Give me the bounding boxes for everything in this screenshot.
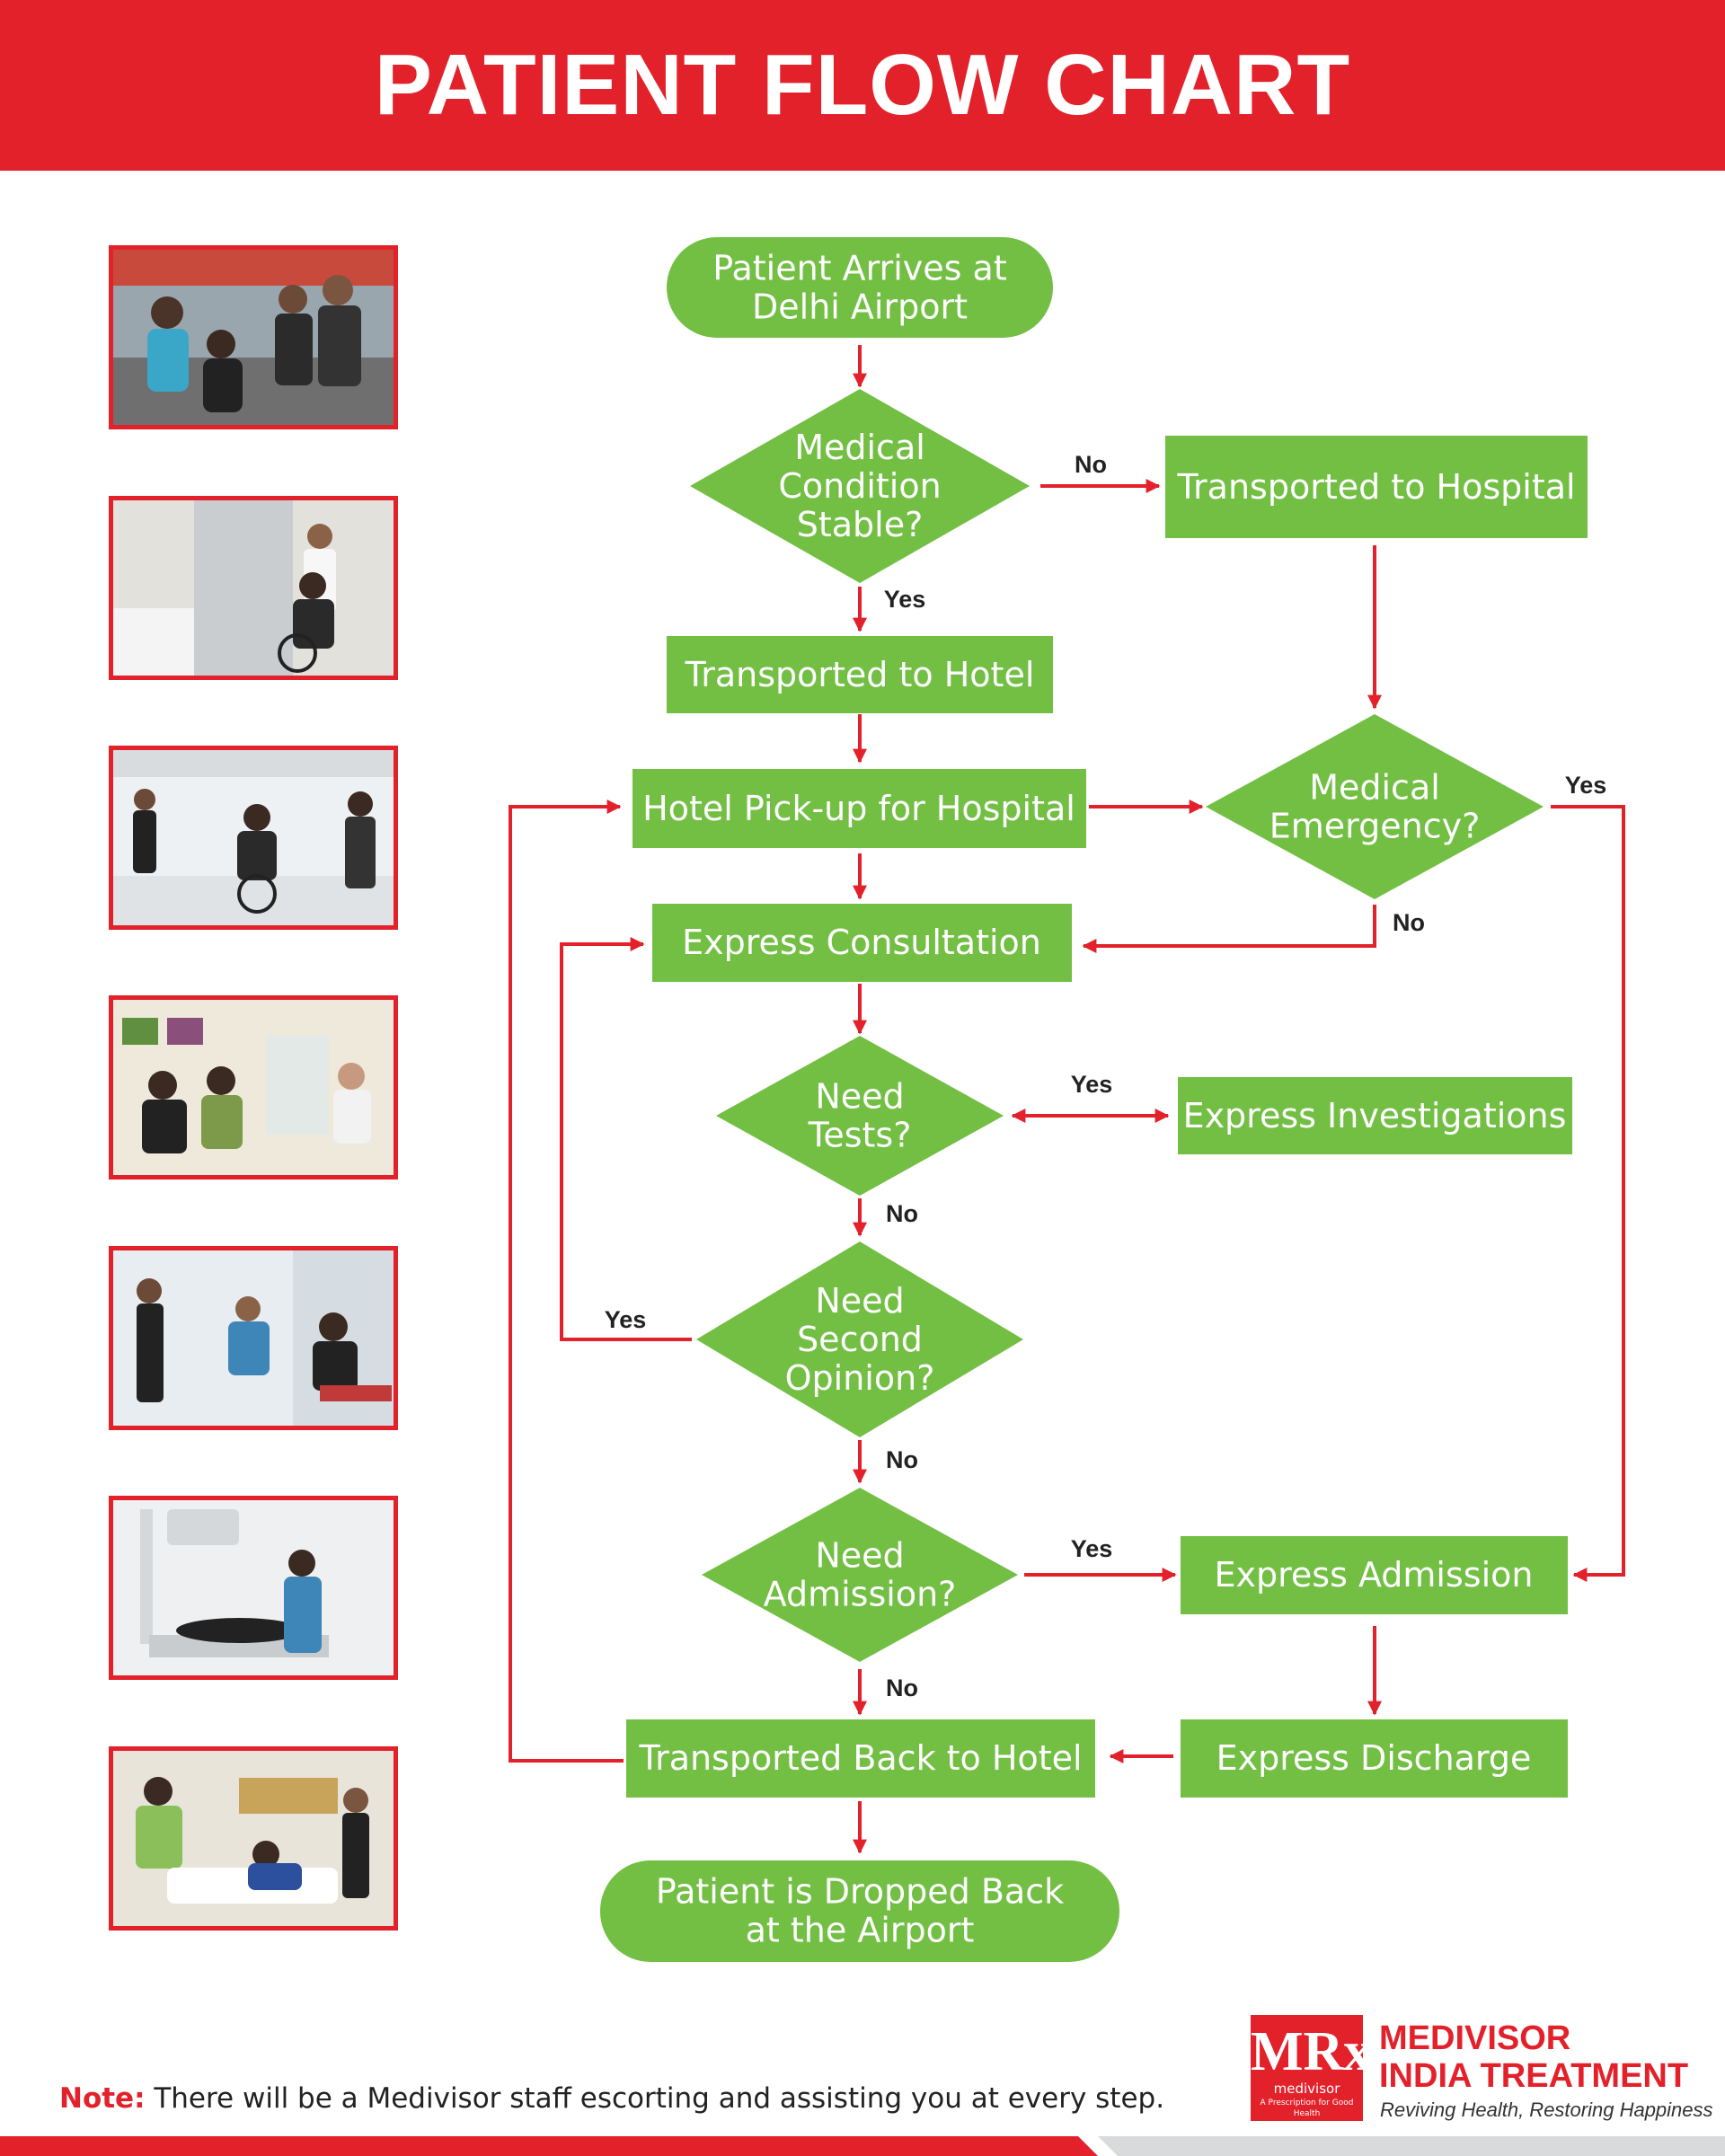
node-admission-label: Express Admission	[1215, 1555, 1534, 1595]
node-back-hotel-shape	[626, 1719, 1095, 1798]
node-tests-label: Need	[815, 1077, 904, 1117]
node-to-hotel-label: Transported to Hotel	[685, 655, 1035, 694]
node-dropped-shape	[600, 1860, 1119, 1962]
edge-label-second-yes: Yes	[605, 1306, 647, 1333]
brand-name-line2: INDIA TREATMENT	[1379, 2057, 1689, 2095]
node-stable-label: Stable?	[797, 505, 924, 544]
note-line: Note: There will be a Medivisor staff es…	[59, 2082, 1164, 2115]
node-second-label: Need	[815, 1281, 904, 1321]
node-emergency-label: Medical	[1309, 768, 1440, 808]
node-consult-shape	[652, 904, 1072, 982]
node-arrive-shape	[667, 237, 1053, 338]
node-second-label: Second	[797, 1320, 923, 1359]
edge-second-yes-consult	[560, 937, 692, 1341]
node-pickup-shape	[632, 769, 1086, 848]
logo-tagline: A Prescription for Good Health	[1260, 2099, 1354, 2118]
airport-arrival-photo-icon	[109, 245, 398, 429]
edge-label-emergency-yes: Yes	[1565, 772, 1607, 799]
nodes	[600, 237, 1588, 1962]
edge-label-stable-yes: Yes	[884, 586, 926, 613]
node-investigations-label: Express Investigations	[1183, 1096, 1567, 1135]
brand-name-line1: MEDIVISOR	[1379, 2019, 1571, 2057]
page-title: PATIENT FLOW CHART	[374, 37, 1351, 133]
node-back-hotel-label: Transported Back to Hotel	[638, 1738, 1082, 1778]
node-second-label: Opinion?	[785, 1358, 935, 1398]
node-admission-q-label: Need	[815, 1536, 904, 1576]
node-arrive-label: Delhi Airport	[752, 287, 968, 327]
edge-label-second-no: No	[886, 1446, 918, 1473]
discharge-bed-photo-icon	[109, 1746, 398, 1931]
node-stable-label: Condition	[778, 466, 941, 506]
node-stable-label: Medical	[794, 428, 925, 467]
xray-scan-photo-icon	[109, 1496, 398, 1680]
edge-label-tests-yes: Yes	[1071, 1071, 1113, 1098]
node-admission-q-shape	[702, 1488, 1018, 1662]
node-to-hospital-label: Transported to Hospital	[1176, 467, 1575, 507]
edge-back-hotel-pickup	[509, 800, 624, 1763]
logo-subtext: medivisor	[1273, 2081, 1340, 2097]
hotel-wheelchair-photo-icon	[109, 496, 398, 680]
edge-label-admission-no: No	[886, 1674, 918, 1701]
node-discharge-shape	[1181, 1719, 1568, 1798]
edge-emergency-no-consult	[1082, 905, 1376, 953]
node-dropped-label: at the Airport	[746, 1911, 975, 1950]
hospital-lobby-photo-icon	[109, 746, 398, 930]
edge-label-stable-no: No	[1075, 451, 1107, 478]
edge-emergency-yes-admission	[1551, 805, 1625, 1582]
node-tests-label: Tests?	[808, 1116, 912, 1155]
node-arrive-label: Patient Arrives at	[712, 249, 1006, 288]
node-tests-shape	[716, 1036, 1004, 1196]
node-stable-shape	[690, 389, 1030, 583]
node-investigations-shape	[1178, 1077, 1572, 1154]
node-to-hospital-shape	[1165, 436, 1588, 538]
node-admission-shape	[1181, 1536, 1568, 1614]
edge-label-emergency-no: No	[1393, 909, 1425, 936]
node-emergency-shape	[1206, 714, 1544, 899]
node-emergency-label: Emergency?	[1269, 807, 1481, 846]
logo-letters: MRx	[1251, 2021, 1372, 2082]
footer-stripe	[0, 2136, 1725, 2156]
header-bar: PATIENT FLOW CHART	[0, 0, 1725, 171]
node-to-hotel-shape	[667, 636, 1053, 713]
edge-label-admission-yes: Yes	[1071, 1535, 1113, 1562]
node-discharge-label: Express Discharge	[1216, 1738, 1532, 1778]
note-label: Note:	[59, 2082, 146, 2115]
node-consult-label: Express Consultation	[682, 923, 1041, 962]
brand-slogan: Reviving Health, Restoring Happiness	[1380, 2099, 1713, 2121]
node-dropped-label: Patient is Dropped Back	[656, 1872, 1064, 1912]
connectors	[509, 345, 1625, 1854]
note-text: There will be a Medivisor staff escortin…	[145, 2082, 1165, 2115]
blood-test-photo-icon	[109, 1246, 398, 1430]
node-pickup-label: Hotel Pick-up for Hospital	[642, 789, 1075, 828]
brand-logo-icon: MRx medivisor A Prescription for Good He…	[1251, 2015, 1372, 2121]
node-admission-q-label: Admission?	[764, 1575, 957, 1614]
consultation-room-photo-icon	[109, 995, 398, 1180]
edge-label-tests-no: No	[886, 1200, 918, 1227]
node-second-shape	[696, 1241, 1023, 1437]
edge-labels: No Yes Yes No Yes No Yes No Yes No	[605, 451, 1607, 1701]
